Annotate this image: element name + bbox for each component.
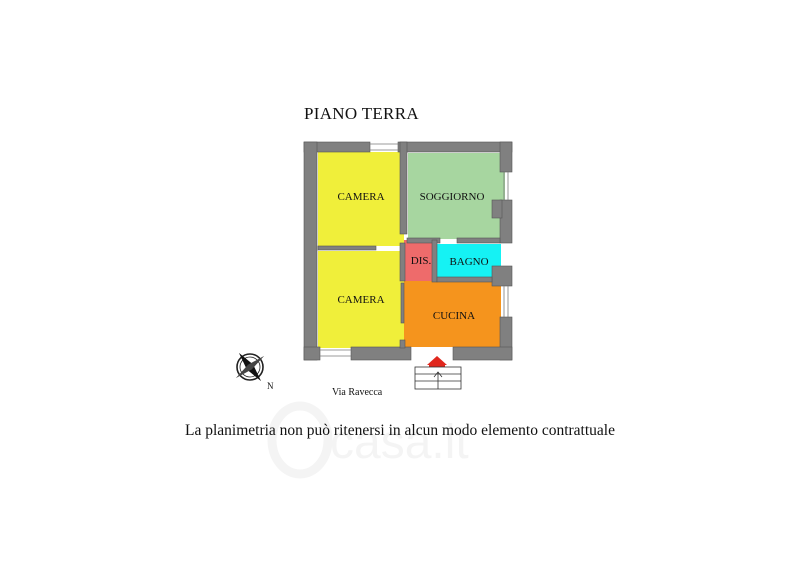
watermark-logo: casa.it	[267, 401, 469, 479]
room-label-bagno: BAGNO	[449, 256, 488, 268]
street-name: Via Ravecca	[332, 387, 383, 398]
windows	[320, 143, 509, 357]
room-camera-top	[318, 152, 404, 246]
room-label-cucina: CUCINA	[433, 310, 475, 322]
room-soggiorno	[408, 153, 505, 239]
room-label-dis: DIS.	[411, 255, 432, 267]
room-label-soggiorno: SOGGIORNO	[420, 191, 485, 203]
entrance-steps	[414, 366, 462, 390]
plan-title: PIANO TERRA	[304, 104, 419, 123]
room-camera-bottom	[318, 251, 404, 348]
walls	[303, 141, 513, 361]
room-label-camera-top: CAMERA	[337, 191, 384, 203]
disclaimer-text: La planimetria non può ritenersi in alcu…	[185, 422, 615, 439]
room-bagno	[437, 244, 501, 280]
compass-icon	[235, 352, 265, 382]
svg-text:casa.it: casa.it	[330, 416, 469, 469]
entrance-arrow-icon	[427, 356, 447, 365]
room-dis	[404, 240, 432, 282]
room-label-camera-bottom: CAMERA	[337, 294, 384, 306]
north-label: N	[267, 381, 274, 391]
room-cucina	[404, 281, 501, 347]
